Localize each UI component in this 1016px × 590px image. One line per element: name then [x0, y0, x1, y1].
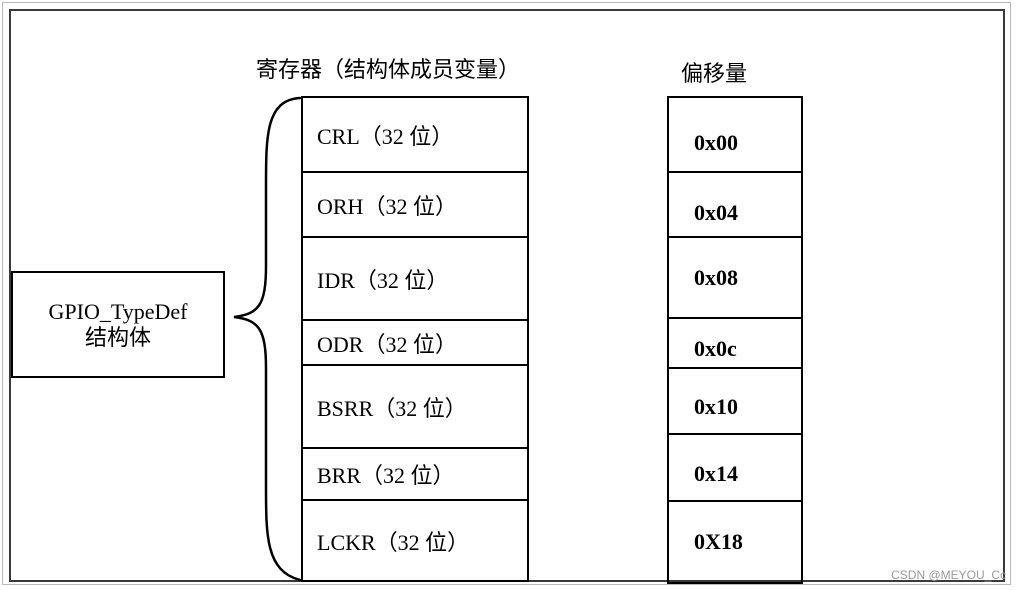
struct-subtitle: 结构体 — [84, 324, 151, 350]
register-cell-idr: IDR（32 位） — [303, 236, 527, 319]
offset-cell-08: 0x08 — [669, 236, 801, 317]
offset-cell-04: 0x04 — [669, 171, 801, 236]
gpio-typedef-box: GPIO_TypeDef 结构体 — [11, 271, 225, 378]
registers-heading: 寄存器（结构体成员变量） — [256, 57, 521, 82]
offset-cell-18: 0X18 — [669, 500, 801, 582]
curly-brace-icon — [233, 96, 302, 582]
offset-cell-14: 0x14 — [669, 433, 801, 500]
register-cell-brr: BRR（32 位） — [303, 447, 527, 499]
register-cell-orh: ORH（32 位） — [303, 171, 527, 236]
register-cell-bsrr: BSRR（32 位） — [303, 364, 527, 447]
register-cell-lckr: LCKR（32 位） — [303, 499, 527, 580]
offset-cell-0c: 0x0c — [669, 317, 801, 367]
register-cell-crl: CRL（32 位） — [317, 123, 454, 149]
offset-cell-10: 0x10 — [669, 367, 801, 433]
offset-column: 0x00 0x04 0x08 0x0c 0x10 0x14 0X18 — [667, 96, 803, 584]
register-column: CRL（32 位） ORH（32 位） IDR（32 位） ODR（32 位） … — [301, 96, 529, 582]
offset-heading: 偏移量 — [681, 61, 748, 86]
struct-name: GPIO_TypeDef — [48, 298, 188, 324]
watermark: CSDN @MEYOU_Cc — [891, 568, 1006, 582]
register-cell-odr: ODR（32 位） — [303, 319, 527, 364]
offset-cell-00: 0x00 — [694, 129, 738, 155]
